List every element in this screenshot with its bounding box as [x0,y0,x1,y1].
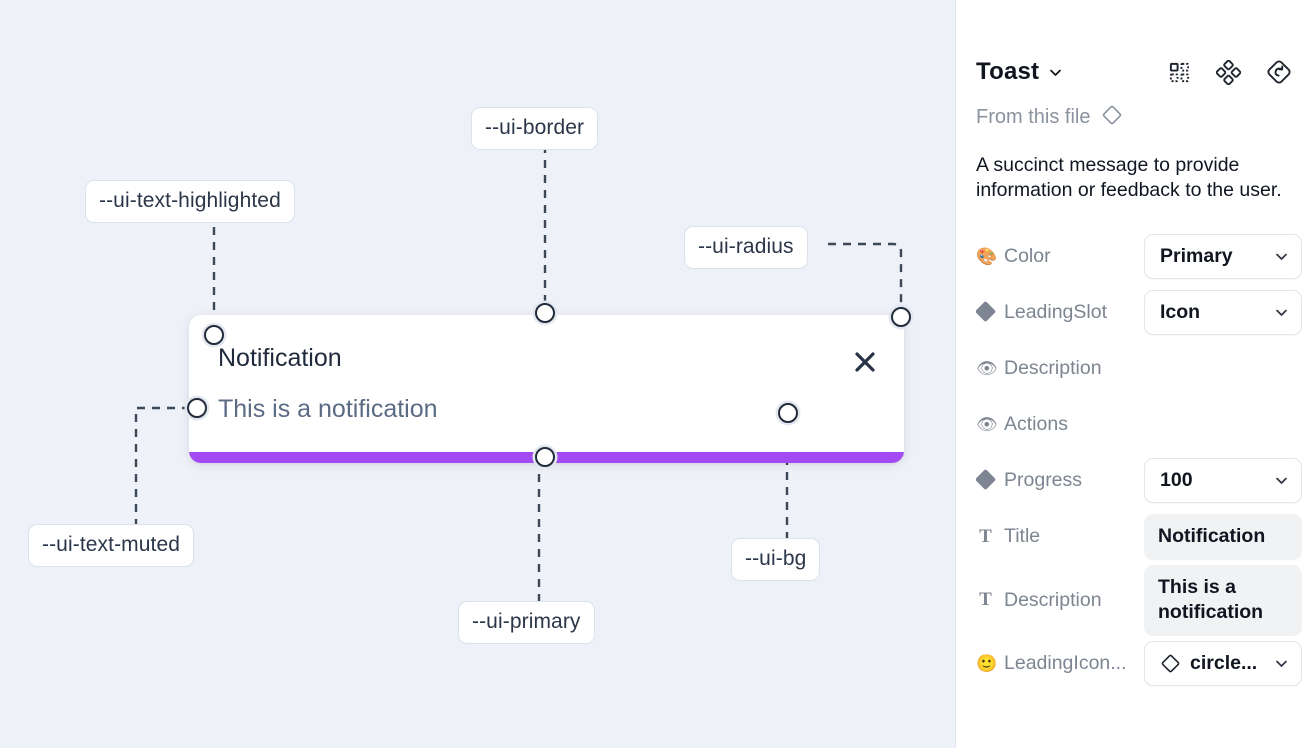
toast-description: This is a notification [218,395,438,423]
toast-component: Notification This is a notification [189,315,904,463]
from-this-file[interactable]: From this file [976,104,1292,131]
color-select[interactable]: Primary [1144,234,1302,280]
panel-title: Toast [976,58,1040,85]
diamond-solid-icon [976,469,997,491]
annotation-ui-bg[interactable]: --ui-bg [731,538,821,581]
panel-header-actions [1168,59,1292,85]
smiley-emoji-icon: 🙂 [976,654,998,674]
property-label-actions-toggle: 👁 Actions [976,413,1068,436]
property-label-leadingslot: LeadingSlot [976,301,1144,324]
annotation-ui-text-highlighted[interactable]: --ui-text-highlighted [85,180,295,223]
leadingslot-select-value: Icon [1160,301,1201,324]
text-type-icon: T [979,589,992,611]
annotation-connectors [134,145,903,602]
design-canvas: Notification This is a notification --ui… [0,0,956,748]
property-row-actions-toggle: 👁 Actions [976,397,1292,453]
leadingslot-select[interactable]: Icon [1144,290,1302,336]
chevron-down-icon [1274,473,1289,488]
chevron-down-icon [1274,249,1289,264]
diamond-outline-icon [1101,104,1123,131]
property-label-title: T Title [976,525,1144,548]
reset-variant-icon[interactable] [1266,59,1292,85]
chevron-down-icon[interactable] [1048,65,1063,80]
leadingicon-select-value: circle... [1190,652,1258,675]
anchor-marker-border[interactable] [535,303,555,323]
anchor-marker-text-muted[interactable] [187,398,207,418]
eye-emoji-icon: 👁 [976,415,998,435]
property-row-title: T Title Notification [976,509,1302,565]
eye-emoji-icon: 👁 [976,359,998,379]
anchor-marker-radius[interactable] [891,307,911,327]
chevron-down-icon [1274,305,1289,320]
from-this-file-label: From this file [976,106,1091,128]
diamond-outline-icon [1160,653,1181,674]
description-input[interactable]: This is a notification [1144,564,1302,636]
component-description: A succinct message to provide informatio… [976,154,1282,201]
property-control-leadingicon: circle... [1144,641,1302,687]
text-type-icon: T [979,525,992,547]
property-row-leadingicon: 🙂 LeadingIcon... circle... [976,636,1302,692]
description-input-value: This is a notification [1158,575,1264,624]
component-grid-icon[interactable] [1168,61,1191,84]
annotation-ui-border[interactable]: --ui-border [471,107,599,150]
property-row-leadingslot: LeadingSlot Icon [976,285,1302,341]
title-input[interactable]: Notification [1144,514,1302,560]
property-control-title: Notification [1144,514,1302,560]
toast-title: Notification [218,344,342,372]
property-row-color: 🎨 Color Primary [976,229,1302,285]
annotation-ui-primary[interactable]: --ui-primary [458,601,595,644]
anchor-marker-bg[interactable] [778,403,798,423]
annotation-ui-radius[interactable]: --ui-radius [684,226,808,269]
property-row-progress: Progress 100 [976,453,1302,509]
progress-select-value: 100 [1160,469,1193,492]
color-select-value: Primary [1160,245,1233,268]
property-label-description-toggle: 👁 Description [976,357,1102,380]
property-label-progress: Progress [976,469,1144,492]
panel-header: Toast [976,46,1292,98]
property-control-description-text: This is a notification [1144,564,1302,636]
property-label-description-text: T Description [976,589,1144,612]
property-control-leadingslot: Icon [1144,290,1302,336]
properties-panel: Toast [956,0,1312,748]
four-diamond-cluster-icon[interactable] [1216,59,1241,85]
anchor-marker-primary[interactable] [535,447,555,467]
progress-select[interactable]: 100 [1144,458,1302,504]
chevron-down-icon [1274,656,1289,671]
diamond-solid-icon [976,301,997,323]
property-row-description-text: T Description This is a notification [976,564,1302,636]
property-control-progress: 100 [1144,458,1302,504]
palette-emoji-icon: 🎨 [976,247,998,267]
property-control-color: Primary [1144,234,1302,280]
anchor-marker-text-highlighted[interactable] [204,325,224,345]
leadingicon-select[interactable]: circle... [1144,641,1302,687]
title-input-value: Notification [1158,525,1266,548]
property-label-leadingicon: 🙂 LeadingIcon... [976,652,1127,675]
property-row-description-toggle: 👁 Description [976,341,1292,397]
close-x-icon[interactable] [852,349,878,375]
annotation-ui-text-muted[interactable]: --ui-text-muted [28,524,195,567]
property-list: 🎨 Color Primary LeadingSlot [976,229,1302,692]
property-label-color: 🎨 Color [976,245,1051,268]
